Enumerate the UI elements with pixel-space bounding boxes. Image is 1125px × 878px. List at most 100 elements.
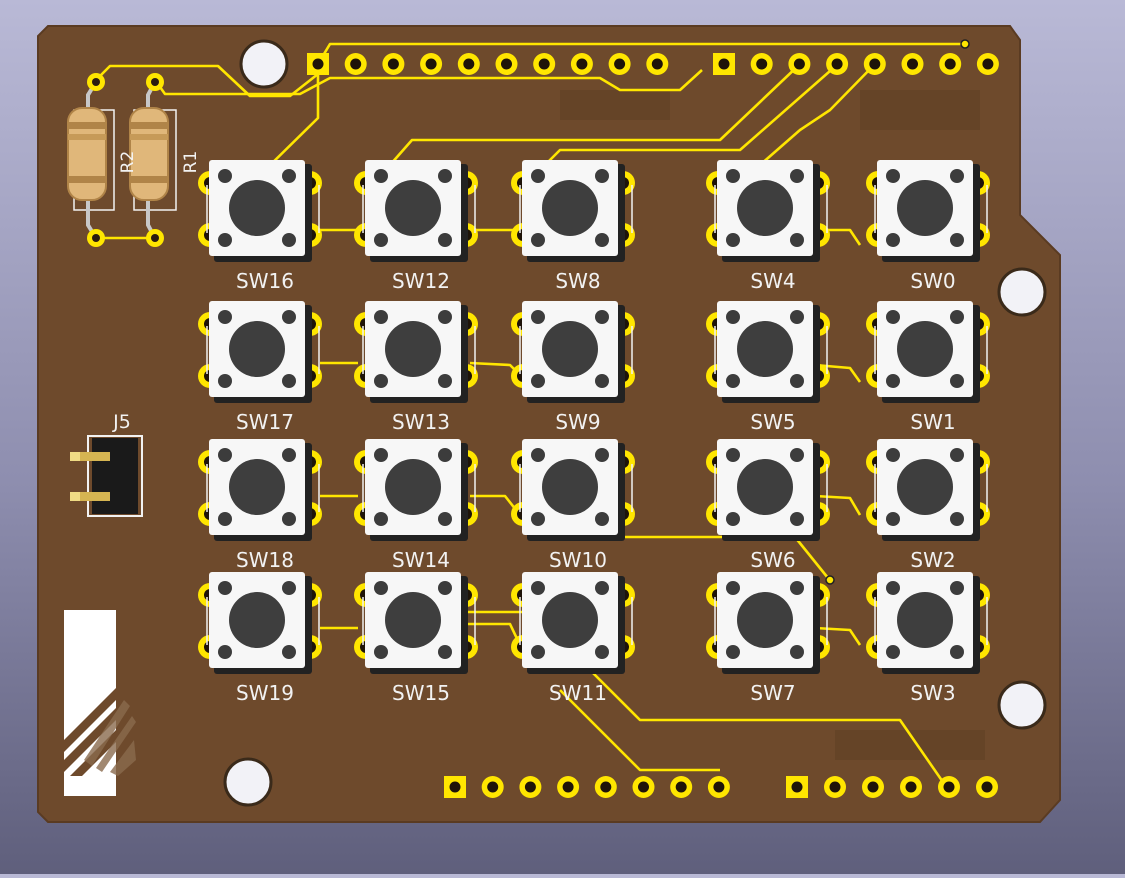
jumper-j5: J5: [70, 411, 143, 517]
switch-actuator: [385, 459, 441, 515]
header-pad: [788, 53, 811, 75]
header-pad: [976, 53, 999, 75]
header-pad: [786, 776, 808, 798]
header-pad: [939, 53, 962, 75]
switch-label: SW9: [555, 410, 600, 434]
header-pad: [632, 776, 655, 798]
switch-actuator: [385, 592, 441, 648]
switch-label: SW4: [750, 269, 795, 293]
header-pad: [646, 53, 669, 75]
switch-label: SW18: [236, 548, 294, 572]
tactile-switch-sw12: SW12: [354, 160, 478, 293]
header-pad: [976, 776, 998, 798]
switch-label: SW1: [910, 410, 955, 434]
resistors: R2 R1: [67, 73, 201, 247]
tactile-switch-sw11: SW11: [511, 572, 635, 705]
switch-actuator: [897, 180, 953, 236]
header-pad: [750, 53, 773, 75]
mounting-hole: [223, 757, 273, 807]
tactile-switch-sw1: SW1: [866, 301, 990, 434]
header-pad: [481, 776, 504, 798]
mounting-holes: [223, 39, 1047, 807]
switch-label: SW17: [236, 410, 294, 434]
tactile-switch-sw4: SW4: [706, 160, 830, 293]
header-pad: [382, 53, 405, 75]
switch-actuator: [897, 459, 953, 515]
switch-label: SW5: [750, 410, 795, 434]
switch-label: SW10: [549, 548, 607, 572]
switch-actuator: [897, 592, 953, 648]
switch-label: SW11: [549, 681, 607, 705]
via: [825, 575, 835, 585]
switch-label: SW7: [750, 681, 795, 705]
tactile-switch-sw3: SW3: [866, 572, 990, 705]
header-pad: [826, 53, 849, 75]
header-pad: [344, 53, 367, 75]
switch-label: SW0: [910, 269, 955, 293]
tactile-switch-sw16: SW16: [198, 160, 322, 293]
header-pad: [420, 53, 443, 75]
resistor-label-r1: R1: [181, 151, 201, 174]
header-pad: [533, 53, 556, 75]
header-bottom: [444, 776, 998, 798]
tactile-switch-sw15: SW15: [354, 572, 478, 705]
header-pad: [713, 53, 735, 75]
header-pad: [862, 776, 884, 798]
header-top: [307, 53, 999, 75]
switch-label: SW2: [910, 548, 955, 572]
silkscreen-logo: [64, 610, 136, 796]
header-pad: [307, 53, 329, 75]
switch-label: SW14: [392, 548, 450, 572]
tactile-switch-sw13: SW13: [354, 301, 478, 434]
jumper-label: J5: [112, 411, 131, 433]
switch-actuator: [542, 321, 598, 377]
tactile-switch-sw9: SW9: [511, 301, 635, 434]
switch-actuator: [385, 180, 441, 236]
tactile-switch-sw14: SW14: [354, 439, 478, 572]
switch-actuator: [385, 321, 441, 377]
switch-label: SW16: [236, 269, 294, 293]
switch-actuator: [737, 459, 793, 515]
switch-actuator: [542, 459, 598, 515]
header-pad: [824, 776, 846, 798]
switch-actuator: [542, 592, 598, 648]
via: [960, 39, 970, 49]
switch-actuator: [229, 592, 285, 648]
tactile-switch-sw0: SW0: [866, 160, 990, 293]
resistor-label-r2: R2: [118, 151, 138, 174]
switch-label: SW6: [750, 548, 795, 572]
resistor-body: [67, 107, 107, 201]
header-pad: [519, 776, 542, 798]
jumper-housing: [92, 438, 138, 514]
header-pad: [457, 53, 480, 75]
mounting-hole: [997, 680, 1047, 730]
switch-actuator: [229, 180, 285, 236]
header-pad: [570, 53, 593, 75]
switch-label: SW3: [910, 681, 955, 705]
tactile-switch-sw7: SW7: [706, 572, 830, 705]
header-pad: [608, 53, 631, 75]
tactile-switch-sw19: SW19: [198, 572, 322, 705]
board-shading: [560, 90, 985, 760]
switch-actuator: [229, 321, 285, 377]
switch-actuator: [229, 459, 285, 515]
tactile-switch-sw5: SW5: [706, 301, 830, 434]
switch-label: SW8: [555, 269, 600, 293]
tactile-switch-sw6: SW6: [706, 439, 830, 572]
header-pad: [444, 776, 466, 798]
tactile-switch-sw2: SW2: [866, 439, 990, 572]
switch-label: SW15: [392, 681, 450, 705]
switch-actuator: [737, 321, 793, 377]
switch-actuator: [897, 321, 953, 377]
header-pad: [594, 776, 617, 798]
tactile-switch-sw17: SW17: [198, 301, 322, 434]
header-pad: [901, 53, 924, 75]
header-pad: [938, 776, 960, 798]
switch-label: SW13: [392, 410, 450, 434]
switch-label: SW12: [392, 269, 450, 293]
switch-actuator: [542, 180, 598, 236]
switch-actuator: [737, 180, 793, 236]
